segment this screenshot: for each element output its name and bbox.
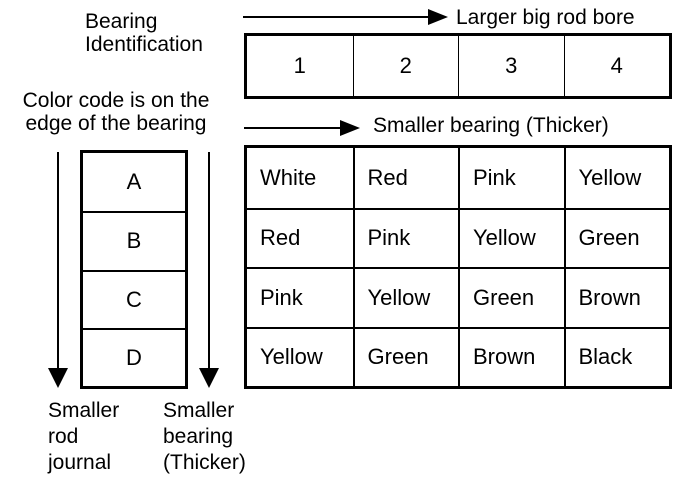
- bore-class-cell-4: 4: [563, 36, 670, 96]
- bearing-color-cell-b4: Green: [563, 207, 669, 267]
- bearing-color-cell-c2: Yellow: [352, 267, 458, 327]
- smaller-bearing-thicker-bottom-label: Smaller bearing (Thicker): [163, 398, 246, 476]
- bearing-color-cell-c1: Pink: [247, 267, 353, 327]
- bearing-color-matrix-table: White Red Pink Yellow Red Pink Yellow Gr…: [244, 145, 672, 389]
- rod-bore-class-table: 1 2 3 4: [244, 33, 672, 99]
- arrowhead-down-icon: [199, 368, 219, 388]
- journal-class-cell-b: B: [83, 211, 185, 269]
- smaller-rod-journal-line1: Smaller: [48, 399, 120, 422]
- bearing-color-cell-c4: Brown: [563, 267, 669, 327]
- smaller-rod-journal-line3: journal: [48, 451, 112, 474]
- bearing-identification-title: Bearing Identification: [85, 10, 203, 56]
- smaller-bearing-bottom-line1: Smaller: [163, 399, 235, 422]
- arrowhead-down-icon: [48, 368, 68, 388]
- bearing-color-cell-d1: Yellow: [247, 326, 353, 387]
- smaller-bearing-bottom-line3: (Thicker): [163, 451, 246, 474]
- bearing-color-cell-c3: Green: [458, 267, 564, 327]
- smaller-bearing-down-arrow-icon: [199, 152, 219, 388]
- color-code-note: Color code is on the edge of the bearing: [2, 89, 230, 135]
- bearing-color-cell-b1: Red: [247, 207, 353, 268]
- journal-class-cell-d: D: [83, 327, 185, 386]
- bore-class-cell-3: 3: [458, 36, 564, 96]
- smaller-rod-journal-label: Smaller rod journal: [48, 398, 119, 476]
- arrow-shaft: [57, 152, 59, 370]
- bearing-color-cell-a1: White: [260, 164, 317, 190]
- journal-class-cell-a: A: [126, 169, 142, 195]
- bearing-color-cell-b3: Yellow: [458, 207, 564, 267]
- larger-bore-right-arrow-icon: [243, 9, 448, 25]
- smaller-bearing-thicker-label: Smaller bearing (Thicker): [373, 114, 609, 137]
- arrow-shaft: [208, 152, 210, 370]
- bearing-color-cell-a3: Pink: [458, 148, 564, 208]
- bearing-color-cell-b2: Pink: [352, 207, 458, 267]
- arrowhead-right-icon: [428, 9, 448, 25]
- journal-class-cell-c: C: [83, 269, 185, 328]
- color-code-note-line1: Color code is on the: [22, 89, 210, 112]
- arrow-shaft: [243, 16, 430, 18]
- smaller-bearing-bottom-line2: bearing: [163, 425, 234, 448]
- smaller-rod-journal-line2: rod: [48, 425, 79, 448]
- larger-big-rod-bore-label: Larger big rod bore: [456, 6, 635, 29]
- smaller-bearing-right-arrow-icon: [244, 120, 360, 136]
- rod-journal-class-table: A B C D: [80, 150, 188, 389]
- bearing-color-cell-d3: Brown: [458, 326, 564, 386]
- bearing-color-cell-d4: Black: [563, 326, 669, 386]
- smaller-rod-journal-down-arrow-icon: [48, 152, 68, 388]
- bore-class-cell-1: 1: [293, 53, 306, 78]
- bearing-color-cell-a2: Red: [352, 148, 459, 208]
- bearing-color-cell-d2: Green: [352, 326, 458, 386]
- bearing-color-cell-a4: Yellow: [563, 148, 670, 208]
- arrowhead-right-icon: [340, 120, 360, 136]
- bore-class-cell-2: 2: [352, 36, 459, 96]
- color-code-note-line2: edge of the bearing: [25, 112, 207, 135]
- arrow-shaft: [244, 127, 342, 129]
